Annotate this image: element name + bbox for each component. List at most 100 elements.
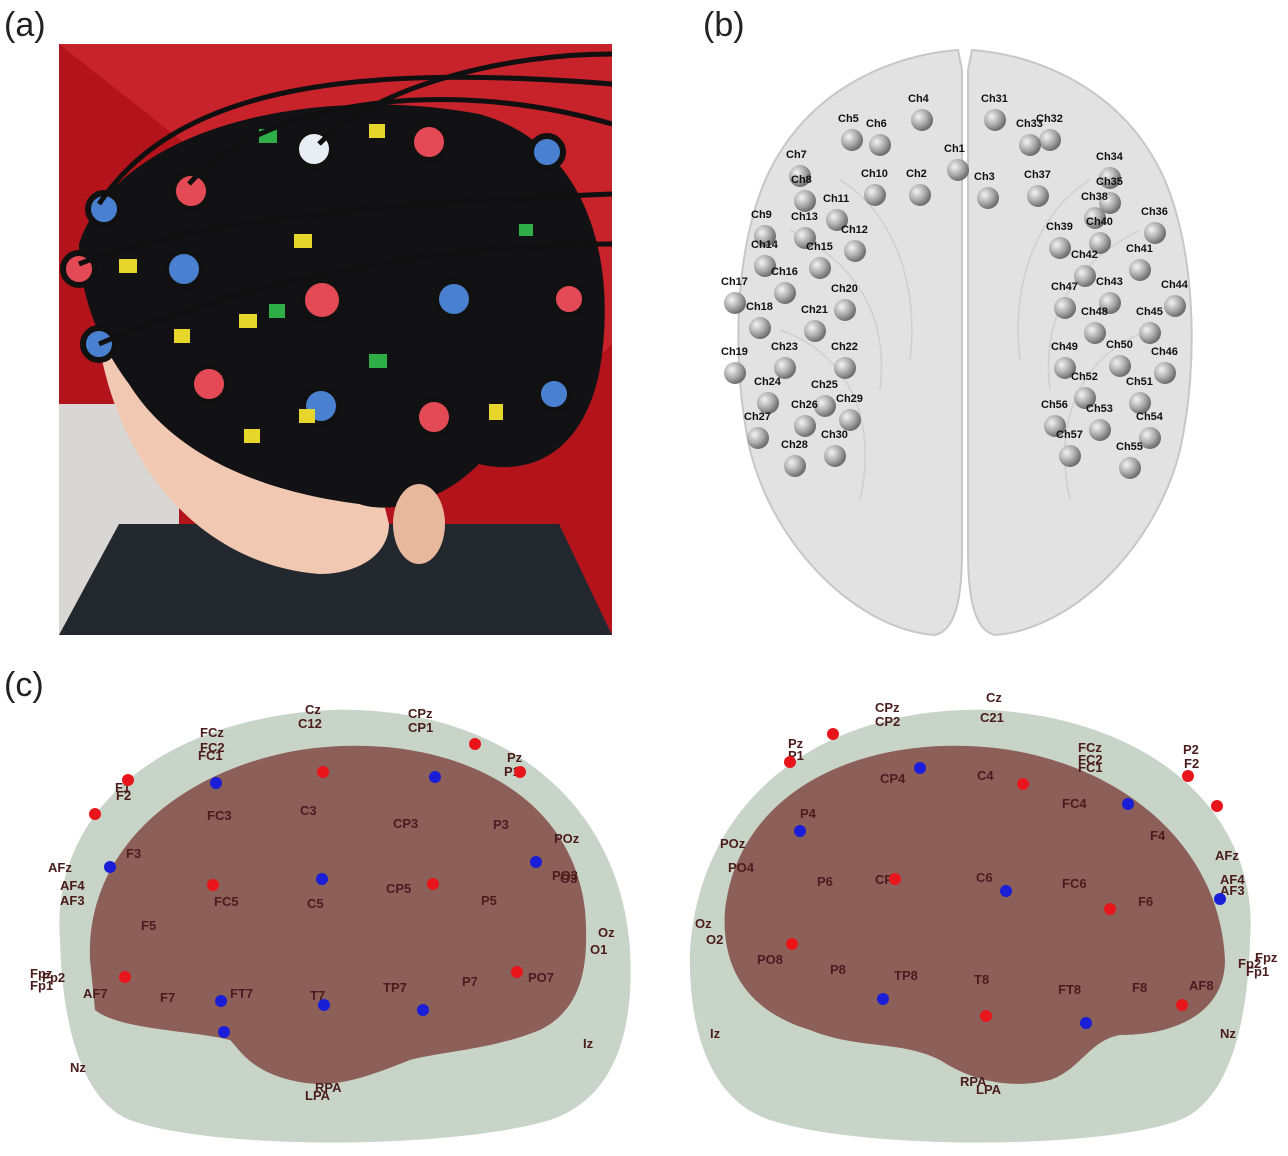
optode-label: FC1 — [1078, 760, 1103, 775]
channel-marker — [1054, 357, 1076, 379]
optode-label: Iz — [583, 1036, 594, 1051]
channel-marker — [864, 184, 886, 206]
optode-dot — [827, 728, 839, 740]
channel-label: Ch8 — [791, 174, 812, 186]
optode-label: AF7 — [83, 986, 108, 1001]
optode-label: PO3 — [552, 868, 578, 883]
optode-label: Pz — [507, 750, 523, 765]
channel-label: Ch11 — [823, 193, 849, 205]
optode-dots-right — [784, 728, 1226, 1029]
optode-label: C6 — [976, 870, 993, 885]
optode-label: CP1 — [408, 720, 433, 735]
optode-label: AF8 — [1189, 978, 1214, 993]
channel-marker — [1044, 415, 1066, 437]
optode-label: CPz — [408, 706, 433, 721]
optode-label: F7 — [160, 990, 175, 1005]
channel-marker — [1129, 392, 1151, 414]
channel-label: Ch16 — [771, 266, 798, 278]
channel-label: Ch45 — [1136, 306, 1163, 318]
channel-marker — [1139, 322, 1161, 344]
channel-label: Ch7 — [786, 149, 807, 161]
optode-dot — [794, 825, 806, 837]
optode-dot — [1122, 798, 1134, 810]
channel-label: Ch47 — [1051, 281, 1078, 293]
optode-label: PO4 — [728, 860, 755, 875]
optode-dot — [514, 766, 526, 778]
channel-marker — [1144, 222, 1166, 244]
channel-marker — [1099, 292, 1121, 314]
channel-marker — [839, 409, 861, 431]
channel-marker — [1099, 192, 1121, 214]
optode-label: AF3 — [60, 893, 85, 908]
channel-marker — [1154, 362, 1176, 384]
channel-label: Ch20 — [831, 283, 858, 295]
optode-dot — [317, 766, 329, 778]
channel-marker — [784, 455, 806, 477]
channel-label: Ch9 — [751, 209, 772, 221]
optode-dot — [469, 738, 481, 750]
optode-label: P3 — [493, 817, 509, 832]
optode-dot — [119, 971, 131, 983]
channel-label: Ch42 — [1071, 249, 1098, 261]
optode-label: Fp1 — [30, 978, 53, 993]
optode-label: T7 — [310, 988, 325, 1003]
channel-marker — [909, 184, 931, 206]
channel-marker — [1084, 322, 1106, 344]
optode-label: Fp1 — [1246, 964, 1269, 979]
optode-label: Iz — [710, 1026, 721, 1041]
channel-label: Ch39 — [1046, 221, 1073, 233]
channel-marker — [947, 159, 969, 181]
optode-dot — [1104, 903, 1116, 915]
optode-label: TP7 — [383, 980, 407, 995]
optode-label: RPA — [315, 1080, 342, 1095]
optode-label: AF3 — [1220, 883, 1245, 898]
channel-marker — [826, 209, 848, 231]
optode-label: C4 — [977, 768, 994, 783]
channel-label: Ch6 — [866, 118, 887, 130]
channel-label: Ch51 — [1126, 376, 1153, 388]
channel-marker — [724, 362, 746, 384]
channel-label: Ch49 — [1051, 341, 1078, 353]
channel-label: Ch27 — [744, 411, 771, 423]
optode-label: RPA — [960, 1074, 987, 1089]
channel-label: Ch18 — [746, 301, 773, 313]
channel-label: Ch41 — [1126, 243, 1153, 255]
optode-dot — [1214, 893, 1226, 905]
optode-label: FT8 — [1058, 982, 1081, 997]
optode-label: Nz — [70, 1060, 86, 1075]
optode-label: P7 — [462, 974, 478, 989]
optode-label: FT7 — [230, 986, 253, 1001]
channel-marker — [1089, 232, 1111, 254]
optode-dot — [530, 856, 542, 868]
optode-label: P4 — [800, 806, 817, 821]
channel-label: Ch13 — [791, 211, 818, 223]
channel-label: Ch19 — [721, 346, 748, 358]
panel-label-b: (b) — [703, 6, 745, 44]
optode-dot — [1176, 999, 1188, 1011]
optode-dot — [429, 771, 441, 783]
channel-marker — [747, 427, 769, 449]
optode-label: Oz — [695, 916, 712, 931]
channel-label: Ch38 — [1081, 191, 1108, 203]
channel-label: Ch55 — [1116, 441, 1143, 453]
optode-dot — [784, 756, 796, 768]
channel-label: Ch33 — [1016, 118, 1043, 130]
channel-marker — [1049, 237, 1071, 259]
channel-label: Ch28 — [781, 439, 808, 451]
channel-label: Ch46 — [1151, 346, 1178, 358]
channel-marker — [1119, 457, 1141, 479]
channel-label: Ch43 — [1096, 276, 1123, 288]
optode-label: Oz — [598, 925, 615, 940]
optode-dot — [104, 861, 116, 873]
optode-dot — [1211, 800, 1223, 812]
channel-marker — [1109, 355, 1131, 377]
channel-label: Ch54 — [1136, 411, 1164, 423]
channel-marker — [724, 292, 746, 314]
optode-label: AFz — [48, 860, 72, 875]
channel-marker — [749, 317, 771, 339]
channel-marker — [844, 240, 866, 262]
optode-label: Fp2 — [42, 970, 65, 985]
